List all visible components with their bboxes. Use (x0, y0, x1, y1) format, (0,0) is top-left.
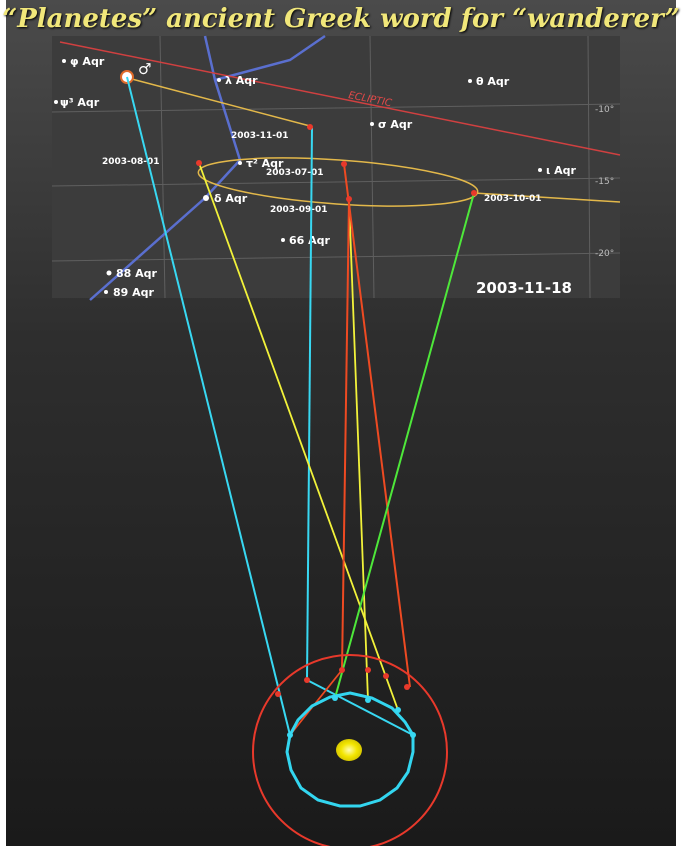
earth-position-dot (332, 695, 338, 701)
sight-line-red (343, 163, 411, 688)
star-dot (62, 59, 66, 63)
sky-position-dot (346, 196, 352, 202)
mars-retrograde-loop (197, 157, 479, 207)
date-label: 2003-09-01 (270, 205, 328, 215)
star-dot (104, 290, 108, 294)
ecliptic-line (59, 41, 621, 156)
star-dot (203, 195, 209, 201)
sky-position-dot (341, 161, 347, 167)
star-dot (54, 100, 58, 104)
mars-position-dot (304, 677, 310, 683)
mars-path-line (127, 77, 311, 127)
sky-position-dot (196, 160, 202, 166)
star-label: 89 Aqr (113, 286, 155, 299)
star-dot (281, 238, 285, 242)
star-dot (370, 122, 374, 126)
declination-line (51, 177, 621, 187)
ra-line (369, 35, 375, 299)
declination-label: -10° (595, 105, 614, 115)
mars-orbit (252, 654, 448, 846)
mars-position-dot (404, 684, 410, 690)
sight-line-yellow (348, 198, 369, 701)
earth-position-dot (395, 707, 401, 713)
mars-position-dot (383, 673, 389, 679)
date-label: 2003-07-01 (266, 168, 324, 178)
star-label: σ Aqr (378, 118, 413, 131)
star-label: δ Aqr (214, 192, 248, 205)
ra-line (159, 35, 166, 299)
sky-position-dot (471, 190, 477, 196)
declination-label: -15° (595, 177, 614, 187)
star-dot (238, 161, 242, 165)
slide-title: “Planetes” ancient Greek word for “wande… (2, 4, 680, 34)
earth-position-dot (410, 732, 416, 738)
sight-line-red (341, 198, 350, 671)
star-label: 66 Aqr (289, 234, 331, 247)
star-dot (106, 270, 112, 276)
earth-position-dot (287, 732, 293, 738)
mars-position-dot (339, 667, 345, 673)
star-label: τ² Aqr (246, 157, 284, 170)
star-dot (217, 78, 221, 82)
declination-label: -20° (595, 249, 614, 259)
mars-path-line (473, 192, 621, 203)
earth-orbit (285, 691, 415, 808)
sight-line-cyan (126, 76, 291, 736)
mars-position-dot (275, 691, 281, 697)
date-label: 2003-11-01 (231, 131, 289, 141)
star-label: φ Aqr (70, 55, 105, 68)
constellation-line (214, 34, 326, 82)
sight-line-cyan (306, 679, 414, 736)
sun (336, 739, 362, 761)
declination-line (51, 103, 621, 113)
star-label: θ Aqr (476, 75, 510, 88)
mars-symbol: ♂ (138, 60, 151, 78)
date-label: 2003-08-01 (102, 157, 160, 167)
ra-line (587, 35, 591, 299)
star-dot (538, 168, 542, 172)
declination-line (51, 252, 621, 262)
star-dot (468, 79, 472, 83)
sight-line-green (334, 192, 475, 699)
mars-position-dot (365, 667, 371, 673)
star-label: ι Aqr (546, 164, 577, 177)
sight-line-cyan (306, 127, 313, 681)
star-label: λ Aqr (225, 74, 258, 87)
sky-position-dot (307, 124, 313, 130)
star-label: ψ³ Aqr (60, 96, 100, 109)
earth-position-dot (365, 697, 371, 703)
date-stamp: 2003-11-18 (476, 279, 572, 297)
star-label: 88 Aqr (116, 267, 158, 280)
date-label: 2003-10-01 (484, 194, 542, 204)
